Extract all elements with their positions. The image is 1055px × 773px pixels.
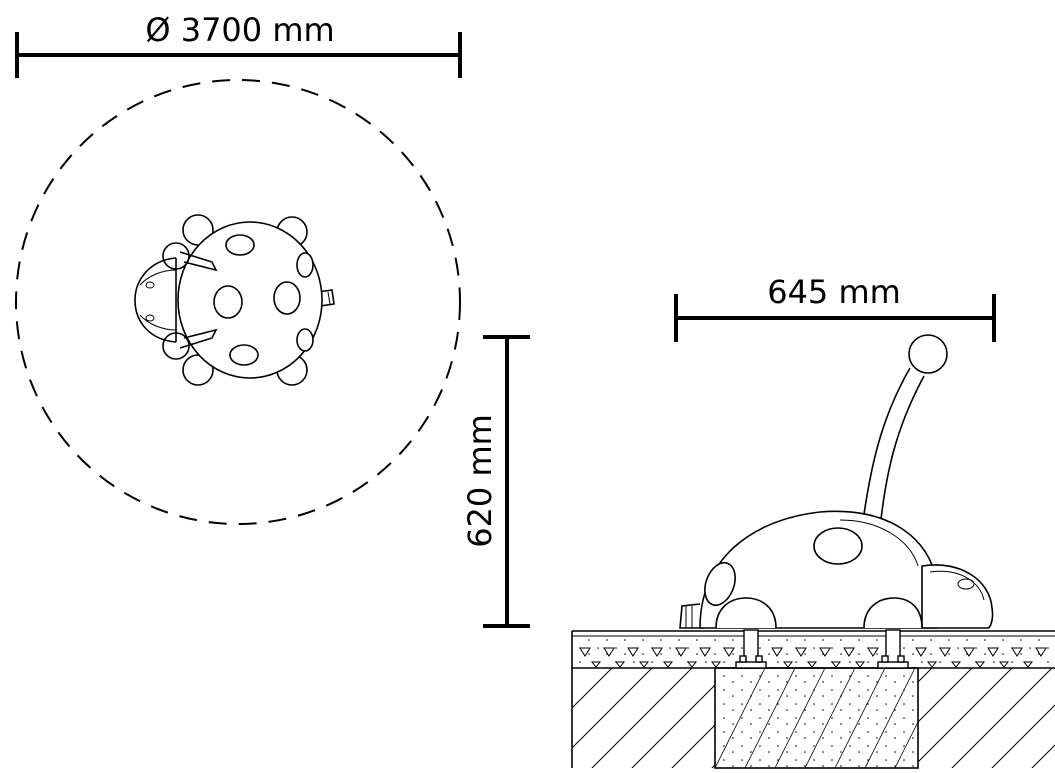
width-dimension: 645 mm	[674, 273, 996, 342]
width-label: 645 mm	[767, 273, 901, 311]
diameter-label: Ø 3700 mm	[145, 11, 334, 49]
ground-section	[571, 629, 1055, 769]
ladybug-side-view	[679, 334, 994, 629]
side-view: 645 mm	[571, 273, 1055, 769]
diameter-dimension: Ø 3700 mm	[15, 11, 462, 78]
ladybug-top-view	[134, 214, 335, 386]
height-dimension: 620 mm	[461, 335, 530, 628]
handle-knob	[908, 334, 948, 374]
gravel-layer	[579, 647, 1047, 668]
safety-area-circle	[15, 79, 461, 525]
top-view: Ø 3700 mm	[15, 11, 462, 525]
anchor-posts	[735, 629, 909, 669]
concrete-foundation	[714, 667, 919, 769]
height-label: 620 mm	[461, 414, 499, 548]
